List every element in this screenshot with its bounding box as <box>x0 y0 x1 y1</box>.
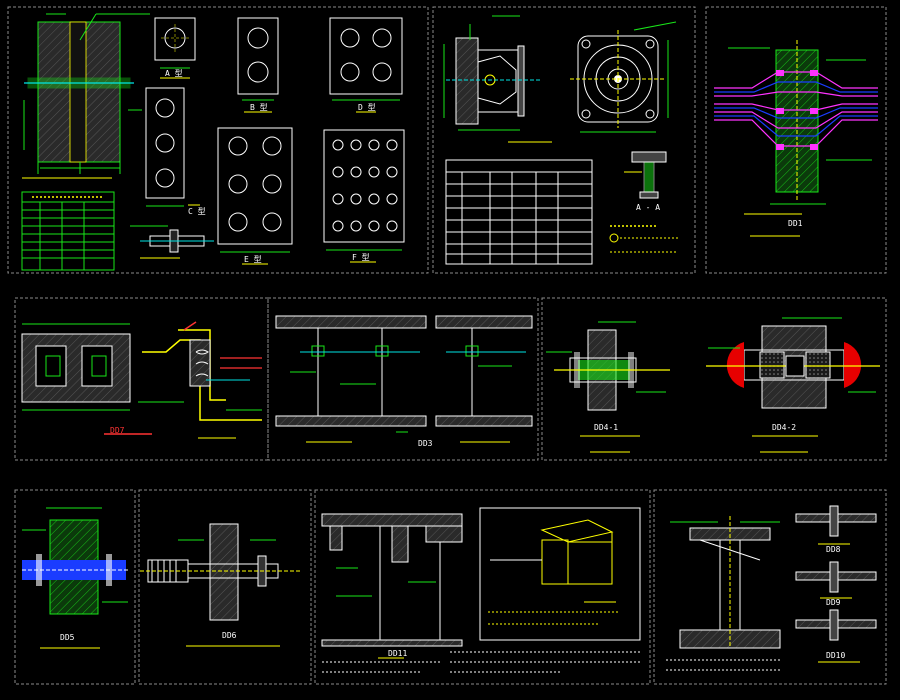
ceiling-section-right <box>435 315 533 443</box>
tag-dd5: DD5 <box>60 633 75 642</box>
sleeve-notes <box>609 225 680 253</box>
panel-frame-pipe-sleeves <box>541 297 887 461</box>
tag-dd8: DD8 <box>826 545 841 554</box>
floor-slab-section <box>666 516 781 671</box>
tag-dd9: DD9 <box>826 598 841 607</box>
tag-dd3: DD3 <box>418 439 433 448</box>
tag-dd4-2: DD4-2 <box>772 423 796 432</box>
flexible-sleeve-detail <box>140 523 300 647</box>
sealed-sleeve-detail <box>22 507 128 649</box>
flange-sleeve-section <box>443 15 540 131</box>
plate-e <box>217 127 293 265</box>
box-trench-section <box>21 323 131 411</box>
wall-section-detail <box>22 13 150 179</box>
ceiling-section-left <box>275 315 427 443</box>
plate-f <box>323 129 405 263</box>
panel-frame-anchor-sleeve <box>432 6 696 274</box>
tag-view-f: F 型 <box>352 253 370 262</box>
tag-dd6: DD6 <box>222 631 237 640</box>
tag-dd4-1: DD4-1 <box>594 423 618 432</box>
dimension-table <box>21 191 115 271</box>
tag-dd7: DD7 <box>110 426 125 435</box>
panel-frame-cable-wall <box>705 6 887 274</box>
plate-b <box>237 17 279 113</box>
panel-frame-box-trench <box>14 297 269 461</box>
beam-opening-notes <box>322 651 640 673</box>
tag-view-d: D 型 <box>358 103 376 112</box>
tag-view-a: A 型 <box>165 69 183 78</box>
beam-opening-section <box>321 513 463 659</box>
pipe-sleeve-detail-1 <box>546 321 670 453</box>
plate-c <box>145 87 200 207</box>
panel-frame-floor-sections <box>653 489 887 685</box>
tag-dd10: DD10 <box>826 651 845 660</box>
pipe-sleeve-detail-2 <box>706 317 880 453</box>
panel-frame-flange-plates <box>7 6 429 274</box>
opening-iso-box <box>479 507 641 641</box>
tag-section-aa: A - A <box>636 203 660 212</box>
panel-frame-flexible-sleeve <box>138 489 312 685</box>
flange-front-view <box>570 21 677 133</box>
tag-dd1: DD1 <box>788 219 803 228</box>
cable-wall-penetration <box>714 40 878 237</box>
floor-section-details <box>795 505 877 663</box>
trench-cable-detail <box>104 321 262 439</box>
tag-dd11: DD11 <box>388 649 407 658</box>
material-table <box>445 159 593 265</box>
panel-frame-beam-opening <box>314 489 651 685</box>
plate-a <box>154 17 196 79</box>
panel-frame-ceiling-sections <box>267 297 539 461</box>
tag-view-e: E 型 <box>244 255 262 264</box>
tag-view-b: B 型 <box>250 103 268 112</box>
panel-frame-sealed-sleeve <box>14 489 136 685</box>
aa-section-detail <box>624 151 667 199</box>
sleeve-elevation-small <box>130 225 214 259</box>
tag-view-c: C 型 <box>188 207 206 216</box>
plate-d <box>329 17 403 113</box>
